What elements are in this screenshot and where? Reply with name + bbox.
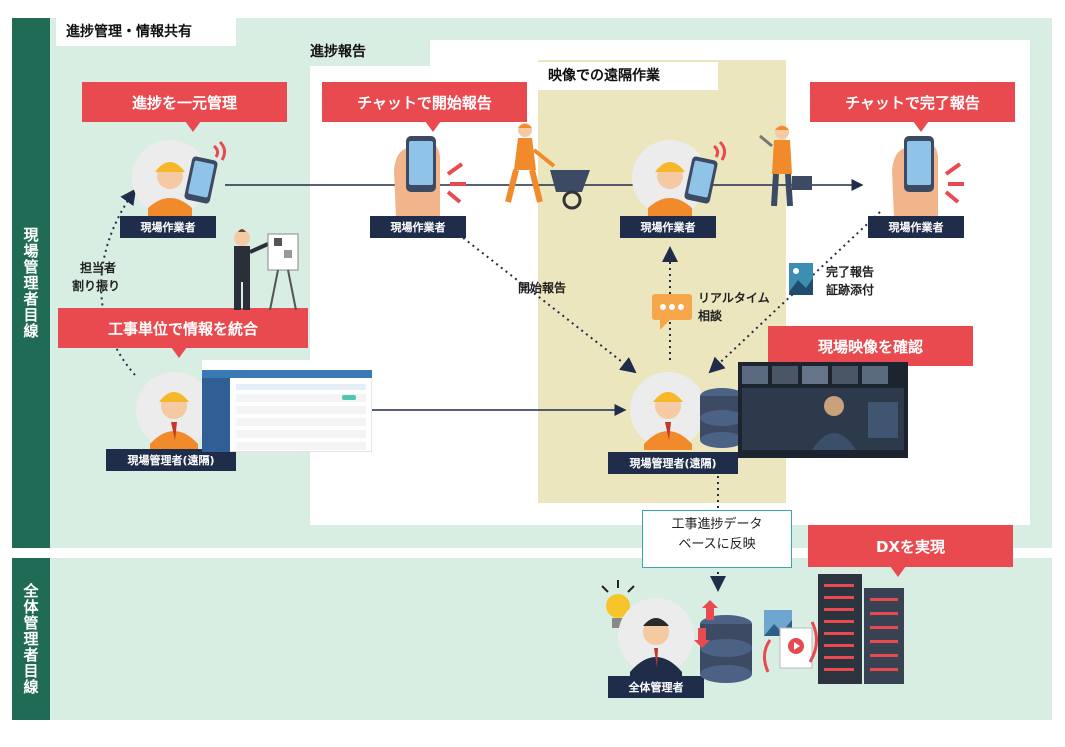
media-sync-icon — [763, 610, 818, 673]
start-report-annotation: 開始報告 — [518, 281, 567, 295]
db-reflection-line2: ベースに反映 — [678, 537, 756, 552]
assign-annotation-line2: 割り振り — [72, 279, 121, 293]
worker-1-label: 現場作業者 — [120, 216, 216, 238]
db-reflection-box: 工事進捗データ ベースに反映 — [642, 510, 792, 568]
lightbulb-icon — [601, 580, 635, 628]
realtime-annotation-line2: 相談 — [698, 309, 723, 323]
photo-attachment-icon — [789, 263, 813, 295]
realtime-annotation-line1: リアルタイム — [698, 291, 770, 305]
db-reflection-line1: 工事進捗データ — [671, 517, 763, 532]
overall-manager-label: 全体管理者 — [608, 676, 704, 698]
toolbox-worker-icon — [759, 125, 812, 207]
server-rack-icon — [818, 574, 904, 684]
supervisor-presenter-icon — [234, 229, 299, 311]
assign-annotation-line1: 担当者 — [80, 261, 117, 275]
overall-band-label: 全体管理者目線 — [12, 558, 50, 720]
site-band-label: 現場管理者目線 — [12, 18, 50, 548]
worker-2-phone-illustration — [394, 136, 466, 218]
callout-chat-start: チャットで開始報告 — [322, 82, 527, 132]
progress-share-tab: 進捗管理・情報共有 — [56, 18, 236, 46]
remote-work-tab: 映像での遠隔作業 — [538, 62, 718, 90]
worker-1-illustration — [132, 140, 227, 220]
worker-2-label: 現場作業者 — [370, 216, 466, 238]
start-report-dotted — [429, 211, 637, 374]
overall-manager-illustration — [618, 598, 694, 678]
callout-central-management: 進捗を一元管理 — [82, 82, 287, 132]
assign-dotted-curve — [100, 188, 137, 376]
callout-chat-complete: チャットで完了報告 — [810, 82, 1015, 132]
complete-annotation-line1: 完了報告 — [826, 265, 875, 279]
manager-center-illustration — [630, 372, 706, 450]
manager-left-illustration — [136, 372, 212, 450]
worker-4-label: 現場作業者 — [868, 216, 964, 238]
complete-annotation-line2: 証跡添付 — [826, 283, 875, 297]
wheelbarrow-worker-icon — [505, 123, 590, 210]
chat-bubble-icon — [652, 294, 692, 330]
overall-database-icon — [694, 600, 752, 683]
progress-report-tab: 進捗報告 — [300, 38, 430, 66]
worker-4-phone-illustration — [892, 136, 964, 218]
callout-dx: DXを実現 — [808, 525, 1013, 577]
dashboard-screen — [202, 360, 372, 452]
video-feed-screen — [738, 362, 908, 458]
worker-3-illustration — [632, 140, 727, 220]
manager-center-label: 現場管理者(遠隔) — [608, 452, 738, 474]
manager-left-label: 現場管理者(遠隔) — [106, 449, 236, 471]
callout-check-video: 現場映像を確認 — [768, 326, 973, 376]
worker-3-label: 現場作業者 — [620, 216, 716, 238]
callout-integrate-info: 工事単位で情報を統合 — [58, 308, 308, 358]
